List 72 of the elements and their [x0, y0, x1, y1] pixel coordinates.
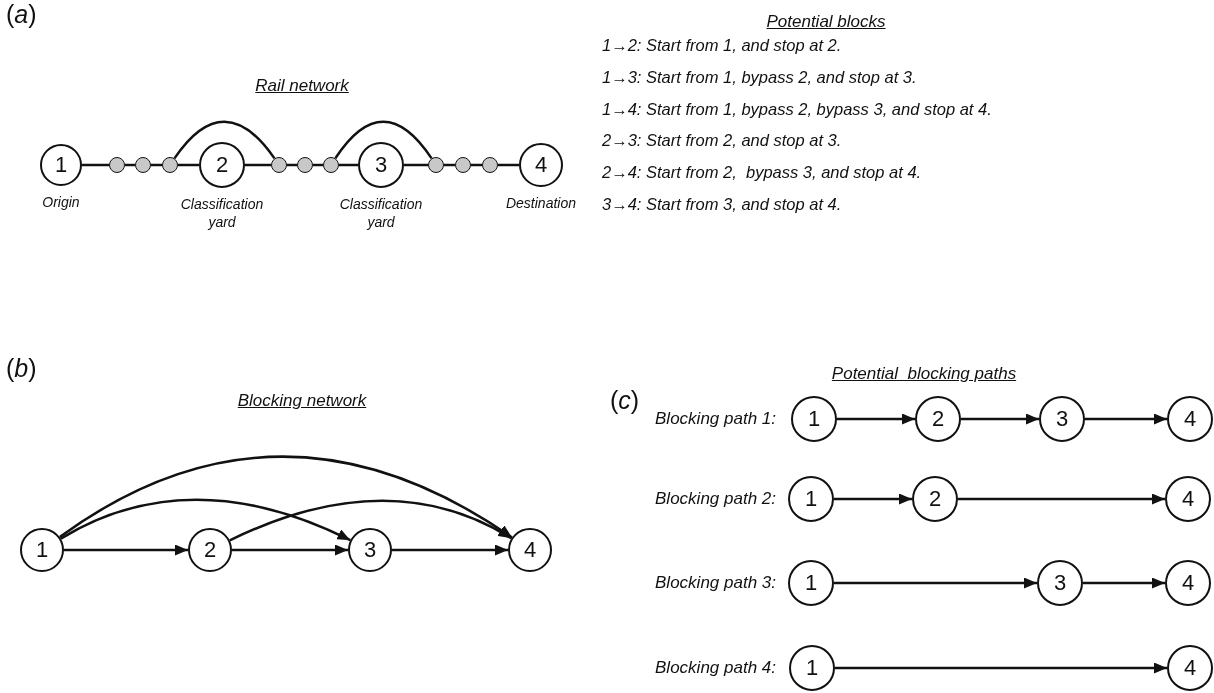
panel-letter: (c) [610, 386, 640, 415]
node-caption: Classification yard [338, 196, 424, 231]
arrow [60, 498, 351, 542]
node-caption: Classification yard [179, 196, 265, 231]
track-line [178, 163, 199, 167]
junction-dot [162, 157, 178, 173]
node-circle: 4 [508, 528, 552, 572]
arrow [961, 413, 1039, 425]
node-circle: 1 [791, 396, 837, 442]
section-title: Rail network [255, 76, 349, 96]
section-title: Blocking network [237, 391, 367, 411]
junction-dot [135, 157, 151, 173]
block-description: 1→3: Start from 1, bypass 2, and stop at 3. [602, 68, 917, 87]
node-circle: 1 [40, 144, 82, 186]
block-description: 1→2: Start from 1, and stop at 2. [602, 36, 842, 55]
arrow [1085, 413, 1167, 425]
arrow [835, 662, 1167, 674]
arrow [837, 413, 915, 425]
node-circle: 3 [1037, 560, 1083, 606]
node-circle: 2 [188, 528, 232, 572]
node-caption: Destination [504, 195, 577, 213]
node-circle: 4 [519, 143, 563, 187]
node-circle: 3 [1039, 396, 1085, 442]
node-circle: 1 [789, 645, 835, 691]
track-line [245, 163, 271, 167]
junction-dot [323, 157, 339, 173]
path-label: Blocking path 1: [655, 409, 776, 429]
panel-letter: (a) [6, 0, 37, 29]
node-circle: 3 [358, 142, 404, 188]
node-circle: 2 [199, 142, 245, 188]
arrow [64, 544, 188, 556]
block-description: 2→3: Start from 2, and stop at 3. [602, 131, 842, 150]
section-title: Potential blocking paths [831, 364, 1017, 384]
block-description: 1→4: Start from 1, bypass 2, bypass 3, and stop at 4. [602, 100, 992, 119]
node-circle: 4 [1165, 476, 1211, 522]
junction-dot [455, 157, 471, 173]
arrow [834, 493, 912, 505]
junction-dot [297, 157, 313, 173]
track-line [173, 120, 276, 160]
node-circle: 2 [915, 396, 961, 442]
panel-letter: (b) [6, 354, 37, 383]
arrow [229, 499, 512, 542]
junction-dot [271, 157, 287, 173]
node-circle: 1 [20, 528, 64, 572]
junction-dot [482, 157, 498, 173]
node-circle: 4 [1167, 396, 1213, 442]
track-line [339, 163, 358, 167]
block-description: 3→4: Start from 3, and stop at 4. [602, 195, 842, 214]
node-circle: 2 [912, 476, 958, 522]
track-line [498, 163, 519, 167]
node-caption: Origin [41, 194, 81, 212]
junction-dot [428, 157, 444, 173]
arrow [59, 455, 513, 539]
block-description: 2→4: Start from 2, bypass 3, and stop at 4. [602, 163, 922, 182]
track-line [334, 120, 433, 160]
arrow [1083, 577, 1165, 589]
path-label: Blocking path 4: [655, 658, 776, 678]
path-label: Blocking path 2: [655, 489, 776, 509]
arrow [232, 544, 348, 556]
node-circle: 1 [788, 476, 834, 522]
node-circle: 3 [348, 528, 392, 572]
arrow [392, 544, 508, 556]
path-label: Blocking path 3: [655, 573, 776, 593]
junction-dot [109, 157, 125, 173]
arrow [834, 577, 1037, 589]
node-circle: 4 [1165, 560, 1211, 606]
track-line [82, 163, 109, 167]
section-title: Potential blocks [766, 12, 886, 32]
arrow [958, 493, 1165, 505]
node-circle: 4 [1167, 645, 1213, 691]
node-circle: 1 [788, 560, 834, 606]
track-line [404, 163, 428, 167]
